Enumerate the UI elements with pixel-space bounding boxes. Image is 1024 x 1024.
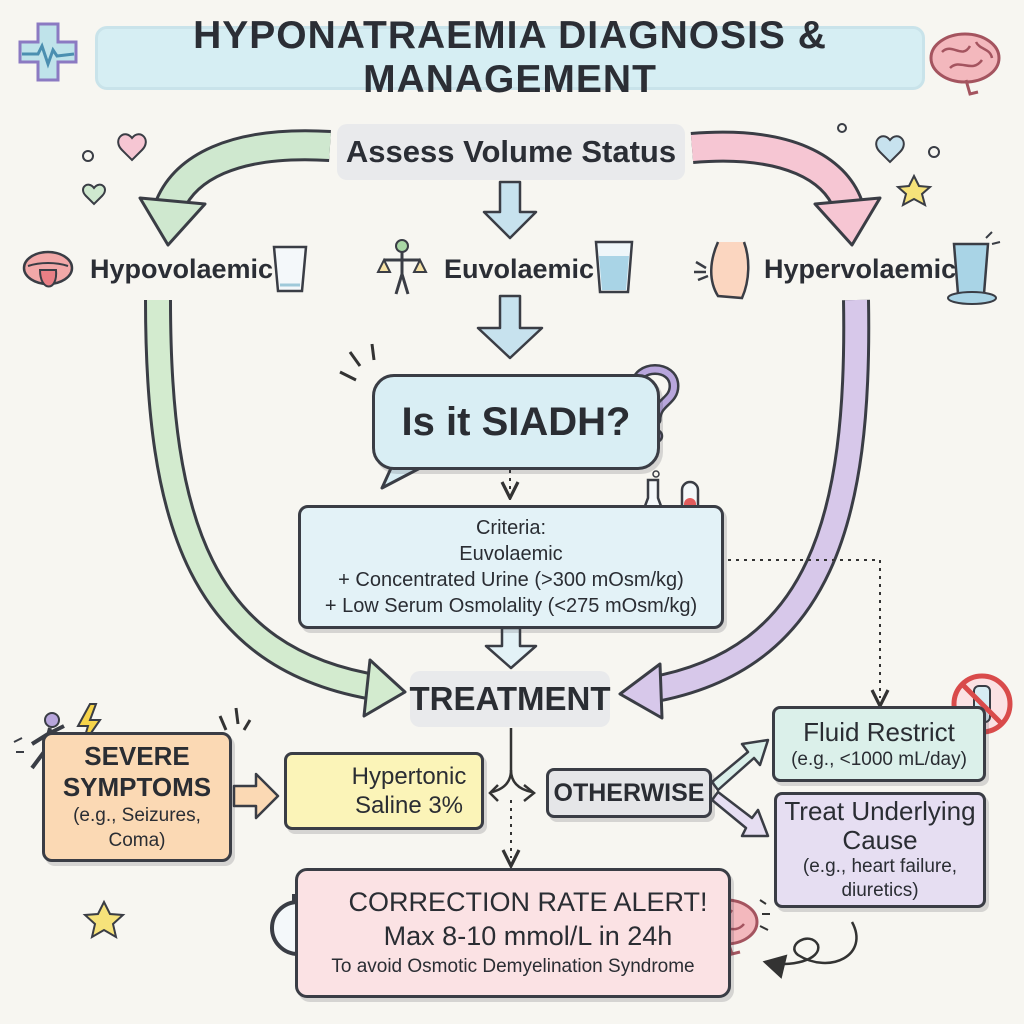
alert-limit: Max 8-10 mmol/L in 24h <box>383 921 673 951</box>
saline-label: Saline 3% <box>354 792 464 819</box>
speech-bubble-icon <box>339 343 425 490</box>
arrow-cause-to-alert <box>762 921 858 979</box>
alert-reason: To avoid Osmotic Demyelination Syndrome <box>331 956 695 977</box>
treatment-node: TREATMENT <box>409 671 611 727</box>
empty-glass-icon <box>272 245 308 293</box>
criteria-line: + Concentrated Urine (>300 mOsm/kg) <box>338 569 684 591</box>
arrow-euvolaemic-to-siadh <box>476 294 544 360</box>
dotted-criteria-to-fluid <box>728 559 880 698</box>
criteria-line: + Low Serum Osmolality (<275 mOsm/kg) <box>324 595 698 617</box>
fluid-restrict-box: Fluid Restrict (e.g., <1000 mL/day) <box>772 706 986 782</box>
alert-sparks-icon <box>218 707 252 731</box>
cause-title: Cause <box>842 825 918 855</box>
cause-example: diuretics) <box>841 880 919 901</box>
medical-cross-icon <box>18 22 78 82</box>
water-glass-icon <box>594 240 634 294</box>
severe-symptoms-box: SEVERE SYMPTOMS (e.g., Seizures, Coma) <box>42 732 232 862</box>
hypertonic-saline-box: Hypertonic Saline 3% <box>284 752 484 830</box>
arrow-to-hypovolaemic <box>138 129 331 247</box>
siadh-question-bubble: Is it SIADH? <box>372 374 660 470</box>
brain-icon <box>929 32 1001 96</box>
criteria-line: Euvolaemic <box>459 543 563 565</box>
cause-title: Treat Underlying <box>784 796 976 826</box>
severe-example: Coma) <box>108 830 166 851</box>
doodle-dot <box>928 146 940 158</box>
saline-label: Hypertonic <box>351 763 467 790</box>
arrow-otherwise-to-cause <box>710 790 770 838</box>
treatment-branch <box>488 728 537 858</box>
arrow-otherwise-to-fluid <box>710 738 770 792</box>
treat-underlying-cause-box: Treat Underlying Cause (e.g., heart fail… <box>774 792 986 908</box>
overflowing-glass-icon <box>947 231 1001 305</box>
fluid-restrict-example: (e.g., <1000 mL/day) <box>791 748 967 770</box>
arrow-hypovolaemic-to-treatment <box>144 299 407 718</box>
title-banner: HYPONATRAEMIA DIAGNOSIS & MANAGEMENT <box>95 14 925 101</box>
page-title: HYPONATRAEMIA DIAGNOSIS & MANAGEMENT <box>193 14 827 101</box>
doodle-dot <box>82 150 94 162</box>
fluid-restrict-title: Fluid Restrict <box>803 716 955 747</box>
hypervolaemic-label: Hypervolaemic <box>764 254 957 284</box>
alert-title: CORRECTION RATE ALERT! <box>348 887 708 917</box>
swelling-leg-icon <box>694 241 750 300</box>
severe-title: SYMPTOMS <box>62 772 212 802</box>
heart-icon <box>117 133 147 162</box>
mouth-tongue-icon <box>22 250 74 288</box>
correction-rate-alert-box: CORRECTION RATE ALERT! Max 8-10 mmol/L i… <box>295 868 731 998</box>
hypovolaemic-label: Hypovolaemic <box>90 254 274 284</box>
euvolaemic-label: Euvolaemic <box>444 254 595 284</box>
criteria-heading: Criteria: <box>475 517 546 539</box>
arrow-to-hypervolaemic <box>690 130 882 247</box>
star-icon <box>895 173 933 208</box>
assess-volume-node: Assess Volume Status <box>337 124 685 180</box>
balance-figure-icon <box>376 239 428 295</box>
arrow-severe-to-saline <box>232 772 280 820</box>
treatment-label: TREATMENT <box>409 680 611 717</box>
assess-label: Assess Volume Status <box>345 134 677 169</box>
arrow-hypervolaemic-to-treatment <box>618 299 871 720</box>
doodle-dot <box>837 123 847 133</box>
heart-icon <box>82 183 106 206</box>
arrow-criteria-to-treatment <box>484 626 538 670</box>
arrow-to-euvolaemic <box>482 180 538 240</box>
otherwise-node: OTHERWISE <box>546 768 712 818</box>
heart-icon <box>875 135 905 164</box>
severe-example: (e.g., Seizures, <box>73 805 201 826</box>
otherwise-label: OTHERWISE <box>553 778 705 807</box>
cause-example: (e.g., heart failure, <box>802 856 958 877</box>
siadh-criteria-box: Criteria: Euvolaemic + Concentrated Urin… <box>298 505 724 629</box>
siadh-question: Is it SIADH? <box>401 399 631 444</box>
severe-title: SEVERE <box>84 741 190 771</box>
star-icon <box>82 899 126 940</box>
